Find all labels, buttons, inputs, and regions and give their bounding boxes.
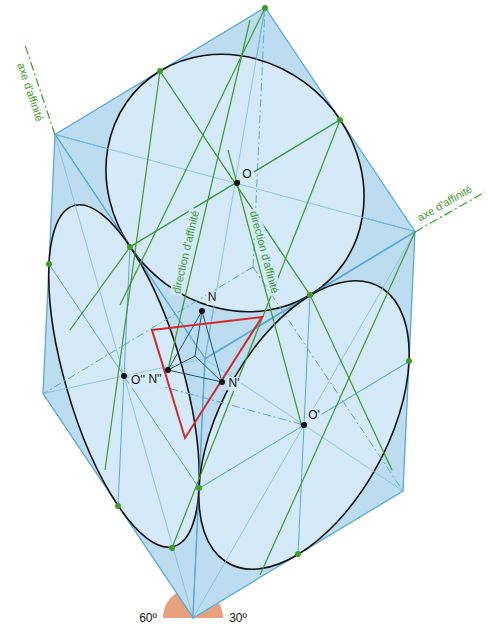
points-part	[199, 308, 205, 314]
point-label: N''	[146, 373, 163, 386]
angle-label: 60º	[137, 612, 159, 625]
point-label: N	[206, 291, 219, 304]
point-label: O''	[129, 374, 147, 387]
tangent-points	[46, 5, 412, 557]
construction-lines-part	[260, 232, 415, 575]
right-face-part	[193, 232, 415, 618]
tangent-points-part	[262, 5, 268, 11]
axis-label: axe d'affinité	[15, 59, 47, 125]
points-part	[234, 180, 240, 186]
tangent-points-part	[127, 244, 133, 250]
left-face-part	[43, 135, 205, 618]
tangent-points-part	[337, 117, 343, 123]
left-face	[43, 135, 205, 618]
tangent-points-part	[46, 261, 52, 267]
right-face-part	[193, 232, 415, 618]
hidden-edges-part	[253, 267, 403, 491]
point-label: O	[240, 168, 253, 181]
point-label: O'	[306, 409, 322, 422]
small-triangle-part	[195, 311, 202, 356]
small-triangle-part	[195, 356, 222, 382]
top-face-part	[130, 120, 340, 247]
tangent-points-part	[196, 485, 202, 491]
right-face-part	[193, 232, 415, 618]
point-label: N'	[227, 377, 242, 390]
right-face	[193, 232, 415, 618]
construction-lines-part	[130, 120, 340, 247]
points-part	[165, 367, 171, 373]
affinity-axis	[25, 45, 485, 232]
points-part	[121, 373, 127, 379]
right-face-part	[199, 362, 409, 489]
tangent-points-part	[295, 551, 301, 557]
points-part	[301, 422, 307, 428]
red-triangle	[152, 317, 262, 438]
tangent-points-part	[115, 503, 121, 509]
construction-lines-part	[168, 20, 250, 370]
small-triangle-part	[168, 311, 222, 382]
tangent-points-part	[406, 358, 412, 364]
small-triangle-part	[168, 356, 195, 370]
left-face-part	[43, 135, 205, 618]
tangent-points-part	[169, 545, 175, 551]
right-face-part	[193, 232, 415, 618]
tangent-points-part	[157, 68, 163, 74]
left-face-part	[43, 135, 205, 618]
construction-lines-part	[70, 247, 130, 330]
construction-lines-part	[310, 295, 392, 470]
tangent-points-part	[307, 292, 313, 298]
small-triangle	[168, 311, 222, 382]
construction-lines-part	[172, 120, 340, 548]
hidden-edges-part	[43, 267, 253, 394]
points-part	[219, 379, 225, 385]
construction-lines-part	[120, 8, 265, 305]
construction-lines	[70, 8, 415, 575]
right-face-part	[298, 296, 310, 555]
points	[121, 180, 307, 428]
left-face-part	[43, 135, 205, 618]
angle-label: 30º	[227, 612, 249, 625]
